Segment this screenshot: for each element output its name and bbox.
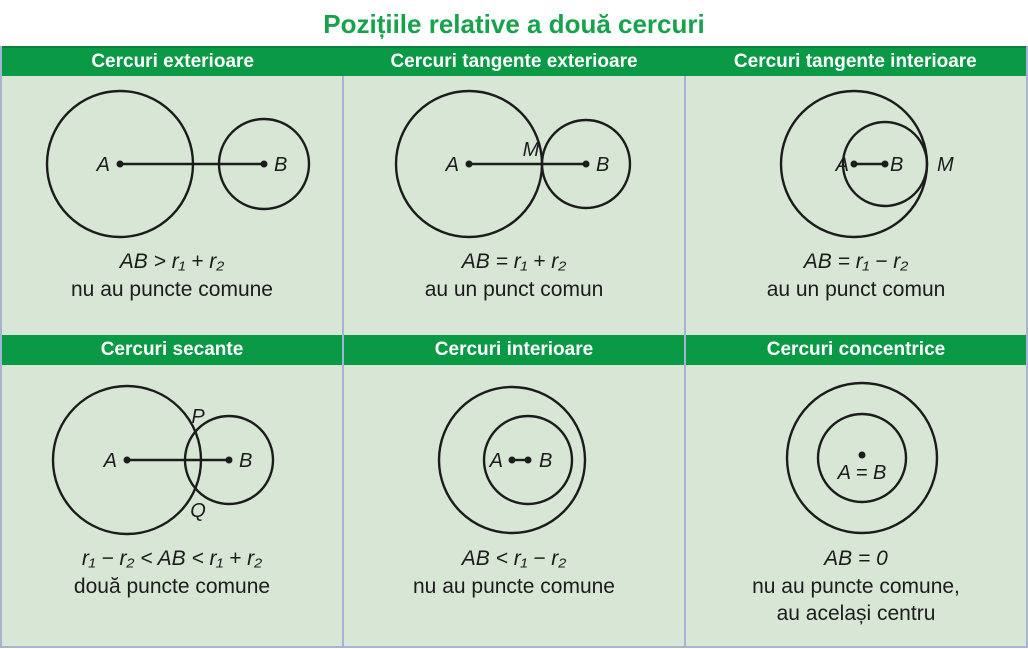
panel-cercuri-exterioare: A B AB > r₁ + r₂ nu au puncte comune [2,76,342,335]
header-cercuri-interioare: Cercuri interioare [344,335,684,365]
label-b: B [274,154,287,176]
circle-b [482,414,573,506]
label-a: A [444,154,458,176]
panel-formula: AB > r₁ + r₂ [119,250,225,273]
label-a: A [488,450,502,472]
internally-tangent-circles-diagram: A B M [779,89,954,239]
label-a: A [834,154,848,176]
externally-tangent-circles-diagram: A B M [394,89,631,239]
center-b-dot [225,456,232,464]
header-cercuri-secante: Cercuri secante [2,335,342,365]
circle-a [437,385,586,535]
panel-description: nu au puncte comune [71,278,273,301]
label-b: B [890,154,903,176]
panel-cercuri-secante: A B P Q r₁ − r₂ < AB < r₁ + r₂ două punc… [2,365,342,646]
panel-description: nu au puncte comune [413,575,615,598]
panel-description: au un punct comun [424,278,604,301]
outer-circle [785,381,938,535]
panel-formula: AB = 0 [824,547,888,570]
center-a-dot [465,160,472,168]
panel-formula: AB = r₁ − r₂ [803,250,909,273]
circle-b [841,120,928,208]
center-b-dot [881,160,888,168]
label-a: A [95,154,109,176]
panel-cercuri-concentrice: A = B AB = 0 nu au puncte comune, au ace… [686,365,1026,646]
panel-description: nu au puncte comune, [752,575,960,598]
label-b: B [239,450,252,472]
panel-cercuri-tangente-interioare: A B M AB = r₁ − r₂ au un punct comun [686,76,1026,335]
center-b-dot [582,160,589,168]
label-m: M [522,139,539,161]
panel-formula: AB = r₁ + r₂ [461,250,567,273]
panel-formula: r₁ − r₂ < AB < r₁ + r₂ [81,547,263,570]
external-circles-diagram: A B [45,89,310,239]
label-q: Q [190,500,206,522]
center-a-dot [508,456,515,464]
panel-cercuri-tangente-exterioare: A B M AB = r₁ + r₂ au un punct comun [344,76,684,335]
interior-circles-diagram: A B [437,385,586,535]
header-cercuri-concentrice: Cercuri concentrice [686,335,1026,365]
center-b-dot [524,456,531,464]
header-row-1: Cercuri exterioare Cercuri tangente exte… [2,46,1026,76]
header-row-2: Cercuri secante Cercuri interioare Cercu… [2,335,1026,365]
center-b-dot [260,160,267,168]
positions-table: Cercuri exterioare Cercuri tangente exte… [0,46,1028,648]
concentric-circles-diagram: A = B [785,381,938,535]
panel-formula: AB < r₁ − r₂ [461,547,567,570]
center-a-dot [116,160,123,168]
page-title: Pozițiile relative a două cercuri [323,9,705,39]
label-b: B [539,450,552,472]
header-cercuri-tangente-interioare: Cercuri tangente interioare [684,46,1026,76]
content-row-2: A B P Q r₁ − r₂ < AB < r₁ + r₂ două punc… [2,365,1026,646]
label-b: B [596,154,609,176]
label-a-equals-b: A = B [836,462,886,484]
panel-description: două puncte comune [73,575,271,598]
inner-circle [816,412,907,504]
label-m: M [937,154,954,176]
center-a-dot [850,160,857,168]
center-a-dot [123,456,130,464]
panel-description: au un punct comun [766,278,946,301]
label-p: P [191,406,205,428]
panel-description-line2: au același centru [776,602,936,625]
content-row-1: A B AB > r₁ + r₂ nu au puncte comune A B… [2,76,1026,335]
secant-circles-diagram: A B P Q [51,384,274,536]
panel-cercuri-interioare: A B AB < r₁ − r₂ nu au puncte comune [344,365,684,646]
header-cercuri-tangente-exterioare: Cercuri tangente exterioare [343,46,685,76]
label-a: A [102,450,116,472]
common-center-dot [858,451,865,459]
header-cercuri-exterioare: Cercuri exterioare [2,46,344,76]
